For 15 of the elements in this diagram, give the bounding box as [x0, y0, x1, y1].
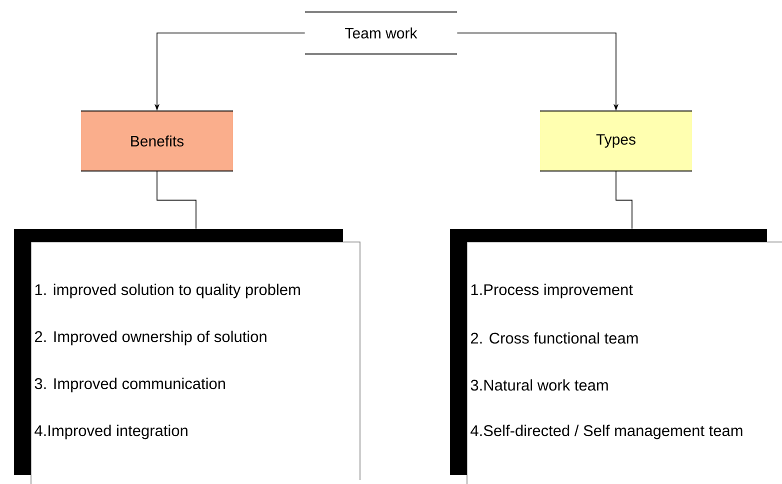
- category-box: Benefits: [80, 110, 234, 172]
- title-box: Team work: [304, 12, 458, 54]
- list-panel: [14, 229, 360, 484]
- list-item: 4.Improved integration: [34, 424, 188, 440]
- list-item: 3. Improved communication: [34, 378, 225, 392]
- list-item: 2. Cross functional team: [470, 332, 638, 344]
- list-item: 1.Process improvement: [471, 284, 633, 298]
- list-panel: [450, 229, 782, 484]
- list-item: 1. improved solution to quality problem: [35, 284, 300, 298]
- list-item: 4.Self-directed / Self management team: [470, 424, 742, 440]
- category-box: Types: [540, 110, 692, 172]
- list-item: 2. Improved ownership of solution: [35, 330, 266, 346]
- list-item: 3.Natural work team: [470, 379, 608, 391]
- connector: [156, 170, 196, 230]
- connector: [616, 170, 632, 230]
